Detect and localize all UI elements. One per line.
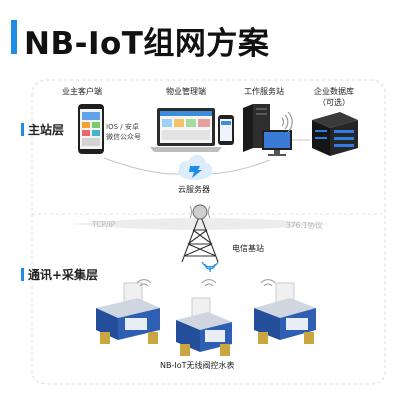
protocol-right-label: 376.1协议 <box>286 221 323 230</box>
workstation-label: 工作服务站 <box>244 87 284 96</box>
connector-workstation <box>209 159 271 175</box>
enterprise-db-optional-label: （可选） <box>318 98 350 107</box>
downlink-signal-icon <box>201 261 219 272</box>
laptop-icon <box>150 108 222 152</box>
dashed-frame <box>31 79 386 385</box>
water-meter-icon-1 <box>96 282 160 344</box>
phone-icon <box>78 104 104 154</box>
section-label-master: 主站层 <box>28 123 65 137</box>
section-bar-master <box>21 123 24 136</box>
section-label-comm: 通讯+采集层 <box>28 268 99 282</box>
page-title: NB-IoT组网方案 <box>24 26 270 62</box>
base-station-label: 电信基站 <box>232 244 264 253</box>
phone-wechat-label: 微信公众号 <box>106 133 141 141</box>
monitor-icon <box>262 130 292 156</box>
meter-signal-icons <box>136 279 276 287</box>
title-accent-bar <box>11 20 17 54</box>
section-bar-comm <box>21 268 24 281</box>
property-mgmt-label: 物业管理端 <box>166 87 206 96</box>
antenna-wave-icon <box>189 205 211 219</box>
water-meter-icon-3 <box>254 282 316 344</box>
antenna-tower-icon <box>181 206 219 263</box>
phone-platform-label: IOS / 安卓 <box>106 123 139 131</box>
connector-client <box>103 157 181 175</box>
protocol-left-label: TCP/IP <box>92 220 116 229</box>
antenna-head <box>192 204 208 220</box>
water-meter-label: NB-IoT无线阀控水表 <box>160 361 235 370</box>
protocol-band <box>72 218 330 230</box>
cloud-icon <box>178 155 212 180</box>
database-rack-icon <box>312 112 358 156</box>
owner-client-label: 业主客户端 <box>62 87 102 96</box>
tablet-icon <box>218 115 234 145</box>
cloud-server-label: 云服务器 <box>178 185 210 194</box>
wireless-signal-icon <box>281 111 293 133</box>
water-meter-icon-2 <box>176 297 232 356</box>
enterprise-db-label: 企业数据库 <box>314 87 354 96</box>
